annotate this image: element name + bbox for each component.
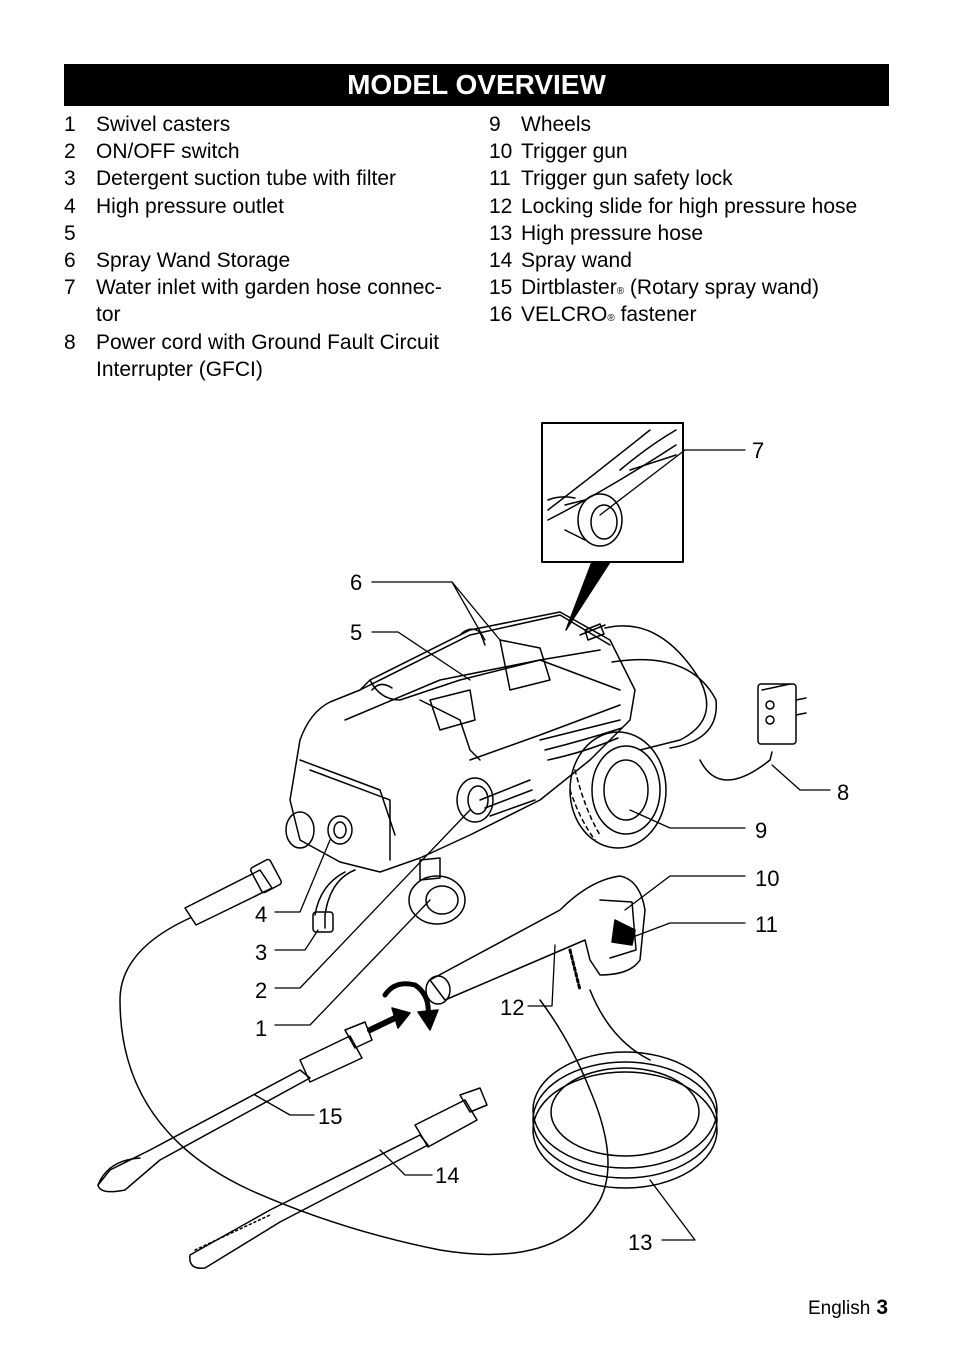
item-number: 15	[489, 276, 513, 300]
item-text: Water inlet with garden hose connec-	[96, 276, 442, 300]
item-text: Locking slide for high pressure hose	[521, 194, 858, 218]
wheel	[569, 731, 667, 849]
item-number: 3	[64, 167, 76, 191]
item-text: Power cord with Ground Fault Circuit	[96, 330, 440, 354]
item-text: High pressure outlet	[96, 194, 284, 218]
list-item: 4 High pressure outlet	[64, 193, 474, 220]
footer-language: English	[807, 1298, 871, 1319]
item-number: 13	[489, 221, 513, 245]
callout-3: 3	[255, 940, 267, 965]
item-text: Dirtblaster	[521, 276, 617, 300]
item-text: High pressure hose	[521, 221, 704, 245]
list-item: 2 ON/OFF switch	[64, 138, 474, 165]
item-text	[96, 220, 474, 247]
callout-7: 7	[752, 438, 764, 463]
water-inlet-inset	[541, 422, 684, 563]
list-item: 11 Trigger gun safety lock	[489, 165, 909, 192]
callout-12: 12	[500, 995, 524, 1020]
spray-wand	[189, 1087, 488, 1269]
callout-15: 15	[318, 1104, 342, 1129]
item-number: 10	[489, 140, 513, 164]
callout-8: 8	[837, 780, 849, 805]
item-number: 2	[64, 140, 76, 164]
item-number: 9	[489, 113, 501, 136]
item-number: 5	[64, 221, 76, 245]
item-text: Spray Wand Storage	[96, 249, 291, 273]
leader-lines	[254, 449, 831, 1241]
callout-14: 14	[435, 1163, 459, 1188]
list-item: 13 High pressure hose	[489, 220, 909, 247]
inset-pointer	[565, 561, 611, 631]
list-item: 3 Detergent suction tube with filter	[64, 165, 474, 192]
page-title: MODEL OVERVIEW	[64, 64, 889, 106]
power-cord	[604, 625, 807, 781]
pressure-washer-unit	[285, 611, 636, 933]
callout-11: 11	[755, 912, 778, 937]
high-pressure-hose	[119, 858, 718, 1256]
item-text: Trigger gun safety lock	[521, 167, 733, 191]
item-text: ON/OFF switch	[96, 140, 240, 164]
list-item: 1 Swivel casters	[64, 111, 474, 138]
page-number: 3	[876, 1296, 888, 1319]
callout-9: 9	[755, 818, 767, 843]
callout-5: 5	[350, 620, 362, 645]
item-number: 4	[64, 194, 76, 218]
parts-list-right: 9 Wheels 10 Trigger gun 11 Trigger gun safe…	[489, 111, 909, 329]
item-number: 7	[64, 276, 76, 300]
item-text: Detergent suction tube with filter	[96, 167, 396, 191]
callout-13: 13	[628, 1230, 652, 1255]
item-number: 6	[64, 249, 76, 273]
parts-list-left: 1 Swivel casters 2 ON/OFF switch 3 Detergen…	[64, 111, 474, 383]
list-item: 6 Spray Wand Storage	[64, 247, 474, 274]
item-text: Trigger gun	[521, 140, 628, 164]
list-item: 10 Trigger gun	[489, 138, 909, 165]
item-text: VELCRO	[521, 303, 608, 327]
callout-4: 4	[255, 902, 267, 927]
item-number: 11	[489, 167, 511, 191]
rotation-arrow	[367, 981, 439, 1033]
registered-mark: ®	[607, 313, 615, 325]
item-number: 8	[64, 330, 76, 354]
item-number: 1	[64, 113, 76, 136]
item-text-continued: Interrupter (GFCI)	[96, 357, 263, 381]
list-item: 12 Locking slide for high pressure hose	[489, 193, 909, 220]
dirtblaster-wand	[97, 1021, 373, 1193]
item-number: 12	[489, 194, 513, 218]
list-item: 15 Dirtblaster® (Rotary spray wand)	[489, 274, 909, 301]
item-text-suffix: fastener	[614, 303, 697, 327]
trigger-gun	[425, 875, 646, 1005]
list-item: 5	[64, 220, 474, 247]
callout-6: 6	[350, 570, 362, 595]
item-number: 14	[489, 249, 513, 273]
registered-mark: ®	[616, 286, 625, 298]
item-number: 16	[489, 303, 513, 327]
item-text: Spray wand	[521, 249, 632, 273]
list-item: 16 VELCRO® fastener	[489, 301, 909, 328]
pressure-washer-diagram: 1 2 3 4 5 6 7 8 9 10 11 12 13 14 15	[97, 422, 849, 1269]
item-text: Wheels	[521, 113, 592, 136]
item-text-continued: tor	[96, 303, 121, 327]
item-text-suffix: (Rotary spray wand)	[624, 276, 819, 300]
callout-2: 2	[255, 978, 267, 1003]
list-item: 7 Water inlet with garden hose connec-tor	[64, 274, 474, 328]
callout-1: 1	[255, 1016, 267, 1041]
list-item: 14 Spray wand	[489, 247, 909, 274]
item-text: Swivel casters	[96, 113, 231, 136]
callout-10: 10	[755, 866, 779, 891]
list-item: 9 Wheels	[489, 111, 909, 138]
